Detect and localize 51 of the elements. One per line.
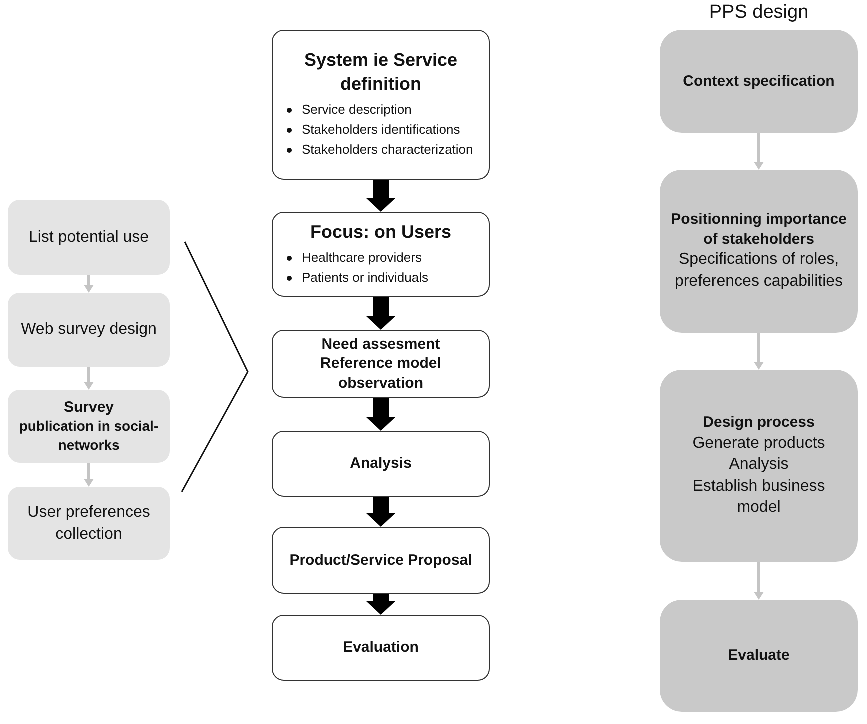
bullet-text: Stakeholders identifications: [302, 121, 460, 140]
box-text: List potential use: [28, 228, 150, 248]
box-text: publication in social-networks: [18, 417, 160, 456]
arrow: [366, 497, 396, 527]
box-heading: System ie Service definition: [303, 49, 459, 96]
arrow: [366, 297, 396, 330]
arrow: [84, 367, 94, 390]
box-text: Analysis: [729, 455, 789, 476]
process-box: [272, 330, 490, 398]
arrow: [366, 594, 396, 615]
column-title: PPS design: [708, 2, 810, 24]
process-box: [8, 293, 170, 367]
bullet-text: Healthcare providers: [302, 249, 422, 268]
process-box: [272, 212, 490, 297]
bullet-text: Service description: [302, 101, 412, 120]
box-text: Need assesment: [322, 334, 440, 354]
arrow: [84, 463, 94, 487]
arrow: [366, 180, 396, 212]
box-text: Specifications of roles, preferences capabilities: [674, 250, 844, 292]
box-text: Generate products: [692, 434, 826, 454]
process-box: [272, 30, 490, 180]
process-box: [272, 615, 490, 681]
box-text: Reference model observation: [320, 354, 442, 394]
box-heading: Positionning importance of stakeholders: [670, 210, 848, 250]
box-text: Analysis: [350, 454, 412, 474]
process-box: [660, 30, 858, 133]
arrow: [754, 562, 764, 600]
box-text: User preferences collection: [26, 502, 152, 544]
box-heading: Focus: on Users: [309, 220, 453, 244]
box-heading: Context specification: [683, 72, 835, 92]
box-text: Web survey design: [21, 320, 157, 340]
arrow: [754, 333, 764, 370]
arrow: [754, 133, 764, 170]
process-box: [8, 200, 170, 275]
process-box: [660, 370, 858, 562]
process-box: [8, 390, 170, 463]
process-box: [272, 527, 490, 594]
process-box: [8, 487, 170, 560]
arrow: [84, 275, 94, 293]
box-text: Evaluation: [343, 638, 419, 658]
box-heading: Design process: [703, 413, 815, 433]
process-box: [660, 600, 858, 712]
process-box: [272, 431, 490, 497]
box-heading: Evaluate: [728, 646, 790, 666]
bullet-text: Stakeholders characterization: [302, 141, 474, 160]
box-heading: Survey: [64, 398, 114, 418]
box-text: Establish business model: [692, 476, 826, 518]
process-box: [660, 170, 858, 333]
bullet-text: Patients or individuals: [302, 269, 428, 288]
box-text: Product/Service Proposal: [290, 550, 472, 570]
arrow: [366, 398, 396, 431]
